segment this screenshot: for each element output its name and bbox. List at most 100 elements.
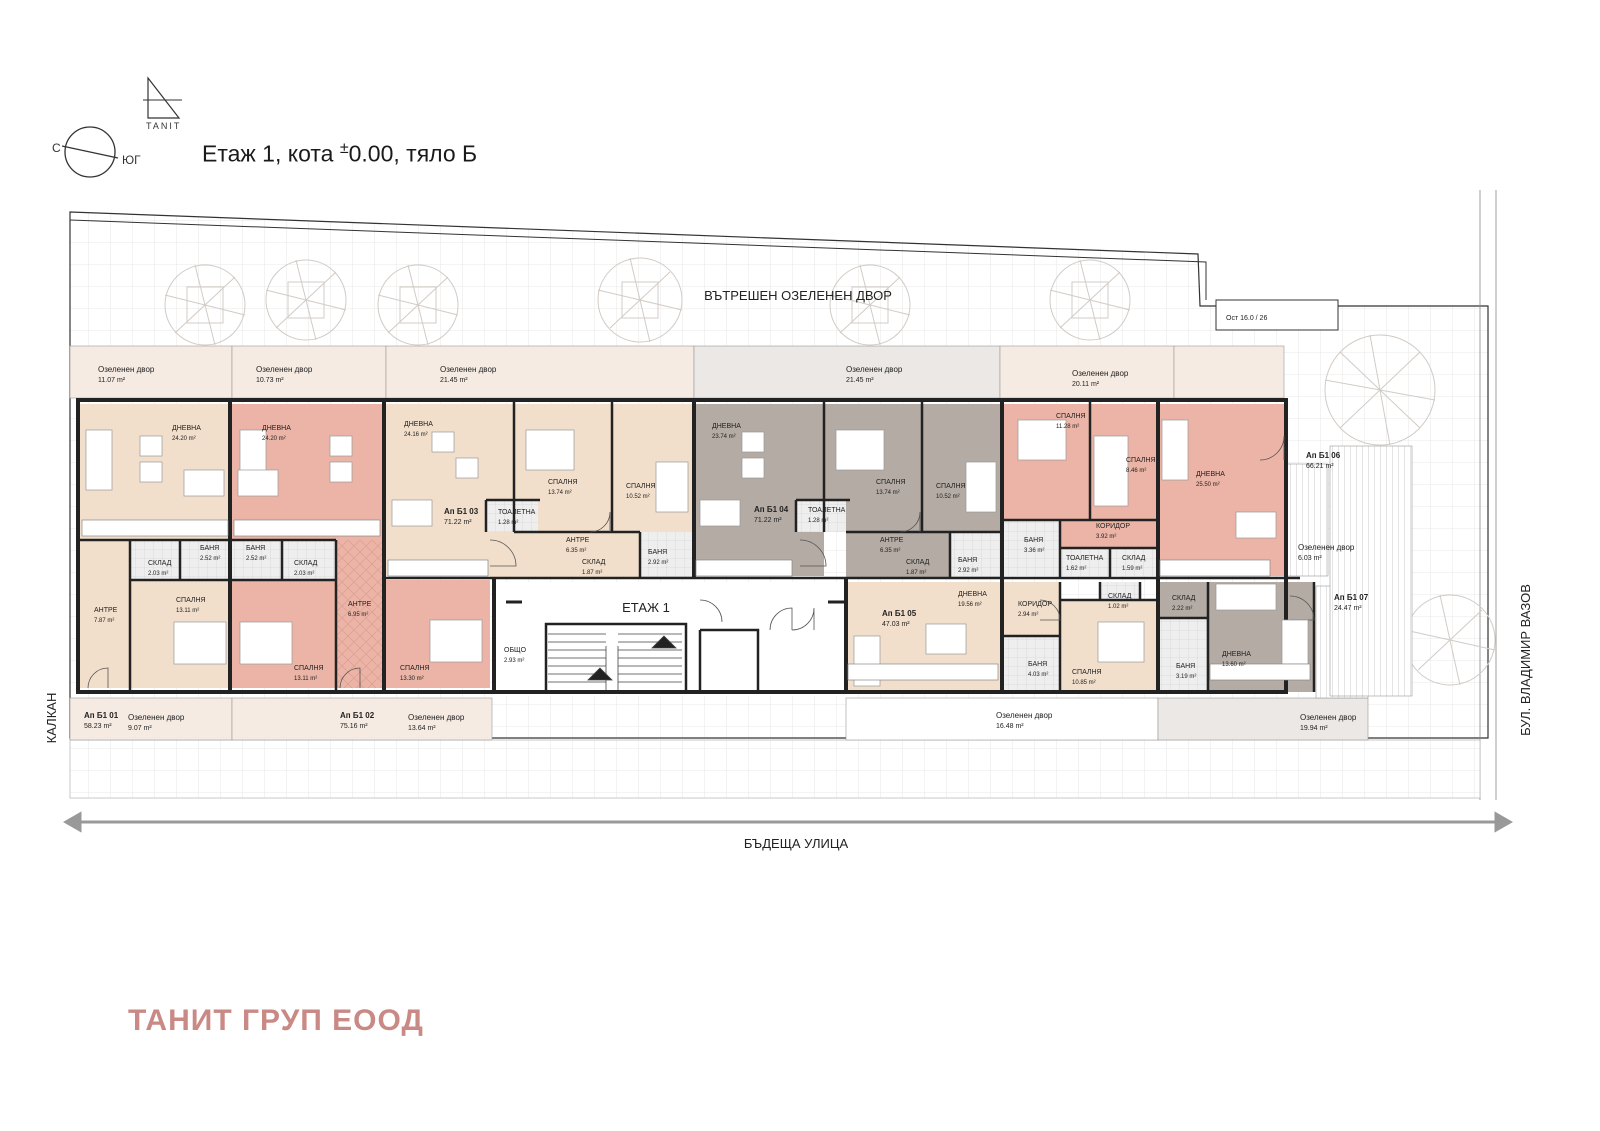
company-name: ТАНИТ ГРУП ЕООД [128, 1004, 424, 1037]
room-area: 13.74 m² [548, 490, 572, 496]
garden-bottom-label: Озеленен двор [408, 713, 465, 722]
room-label: БАНЯ [246, 545, 265, 552]
courtyard-label: ВЪТРЕШЕН ОЗЕЛЕНЕН ДВОР [704, 288, 892, 303]
garden-bottom-area: 16.48 m² [996, 723, 1024, 730]
garden-top-area: 10.73 m² [256, 377, 284, 384]
door-icons [87, 435, 1315, 689]
room-area: 6.95 m² [348, 612, 368, 618]
compass-south-label: ЮГ [122, 153, 141, 167]
room-area: 3.19 m² [1176, 674, 1196, 680]
room-label: БАНЯ [1176, 663, 1195, 670]
room-area: 8.46 m² [1126, 468, 1146, 474]
room-label: СПАЛНЯ [176, 597, 206, 604]
staircase [506, 600, 846, 690]
garden-bottom-area: 9.07 m² [128, 725, 152, 732]
garden-bottom-area: 13.64 m² [408, 725, 436, 732]
room-area: 1.87 m² [906, 570, 926, 576]
room-area: 13.60 m² [1222, 662, 1246, 668]
room-label: ТОАЛЕТНА [498, 509, 536, 516]
room-area: 2.22 m² [1172, 606, 1192, 612]
boulevard-label: БУЛ. ВЛАДИМИР ВАЗОВ [1518, 584, 1533, 736]
firewall-label: КАЛКАН [44, 693, 59, 744]
sidewalk [69, 739, 1481, 799]
garden-top-label: Озеленен двор [1072, 369, 1129, 378]
room-area: 3.92 m² [1096, 534, 1116, 540]
apartment-area: 66.21 m² [1306, 463, 1334, 470]
kitchen-counters [81, 519, 1311, 681]
room-area: 4.03 m² [1028, 672, 1048, 678]
room-area: 24.20 m² [262, 436, 286, 442]
gardens-bottom [69, 445, 1413, 741]
garden-top-label: Озеленен двор [440, 365, 497, 374]
walls [76, 398, 1316, 694]
compass-north-label: С [52, 141, 61, 155]
room-area: 10.52 m² [936, 494, 960, 500]
room-area: 13.74 m² [876, 490, 900, 496]
tree-icons [164, 257, 1496, 686]
room-area: 1.28 m² [808, 518, 828, 524]
room-area: 1.02 m² [1108, 604, 1128, 610]
room-label: СПАЛНЯ [294, 665, 324, 672]
room-label: СПАЛНЯ [548, 479, 578, 486]
garden-bottom-label: Озеленен двор [996, 711, 1053, 720]
room-area: 10.52 m² [626, 494, 650, 500]
apartment-label: Ап Б1 06 [1306, 451, 1341, 460]
apartment-label: Ап Б1 07 [1334, 593, 1369, 602]
room-area: 3.36 m² [1024, 548, 1044, 554]
room-label: БАНЯ [648, 549, 667, 556]
garden-top-label: Озеленен двор [256, 365, 313, 374]
room-label: АНТРЕ [880, 537, 904, 544]
room-area: 19.56 m² [958, 602, 982, 608]
room-label: СПАЛНЯ [400, 665, 430, 672]
room-area: 2.92 m² [958, 568, 978, 574]
apartment-label: Ап Б1 01 [84, 711, 119, 720]
room-label: БАНЯ [958, 557, 977, 564]
stair-floor-label: ЕТАЖ 1 [622, 600, 670, 615]
room-label: БАНЯ [1024, 537, 1043, 544]
room-area: 11.28 m² [1056, 424, 1079, 430]
room-label: СПАЛНЯ [1126, 457, 1156, 464]
room-label: БАНЯ [200, 545, 219, 552]
room-area: 24.16 m² [404, 432, 428, 438]
logo-text: TANIT [146, 121, 182, 131]
tanit-logo-icon [143, 76, 182, 119]
room-label: АНТРЕ [94, 607, 118, 614]
garden-bottom-area: 19.94 m² [1300, 725, 1328, 732]
room-area: 1.59 m² [1122, 566, 1142, 572]
apartment-area: 75.16 m² [340, 723, 368, 730]
room-area: 2.52 m² [200, 556, 220, 562]
apartment-label: Ап Б1 05 [882, 609, 917, 618]
room-area: 13.11 m² [176, 608, 199, 614]
garden-bottom-label: Озеленен двор [1300, 713, 1357, 722]
room-label: ТОАЛЕТНА [808, 507, 846, 514]
room-area: 7.87 m² [94, 618, 114, 624]
room-label: СПАЛНЯ [876, 479, 906, 486]
room-label: ДНЕВНА [958, 591, 987, 598]
room-area: 2.93 m² [504, 658, 524, 664]
room-label: ТОАЛЕТНА [1066, 555, 1104, 562]
apartment-area: 71.22 m² [444, 519, 472, 526]
room-area: 1.62 m² [1066, 566, 1086, 572]
garden-top-label: Озеленен двор [98, 365, 155, 374]
room-label: ДНЕВНА [172, 425, 201, 432]
room-area: 24.20 m² [172, 436, 196, 442]
room-label: СКЛАД [582, 559, 606, 566]
future-street-label: БЪДЕЩА УЛИЦА [744, 836, 849, 851]
room-label: КОРИДОР [1018, 601, 1052, 608]
apartment-label: Ап Б1 03 [444, 507, 479, 516]
street-arrow-icon [62, 811, 1514, 833]
compass-icon [61, 126, 119, 178]
room-label: СПАЛНЯ [626, 483, 656, 490]
room-area: 6.35 m² [880, 548, 900, 554]
garden-top-label: Озеленен двор [846, 365, 903, 374]
room-label: СКЛАД [148, 560, 172, 567]
room-area: 2.03 m² [294, 571, 314, 577]
room-label: ДНЕВНА [1222, 651, 1251, 658]
room-label: СПАЛНЯ [1056, 413, 1086, 420]
room-area: 13.30 m² [400, 676, 424, 682]
room-label: ДНЕВНА [712, 423, 741, 430]
room-label: СКЛАД [294, 560, 318, 567]
room-label: ДНЕВНА [1196, 471, 1225, 478]
